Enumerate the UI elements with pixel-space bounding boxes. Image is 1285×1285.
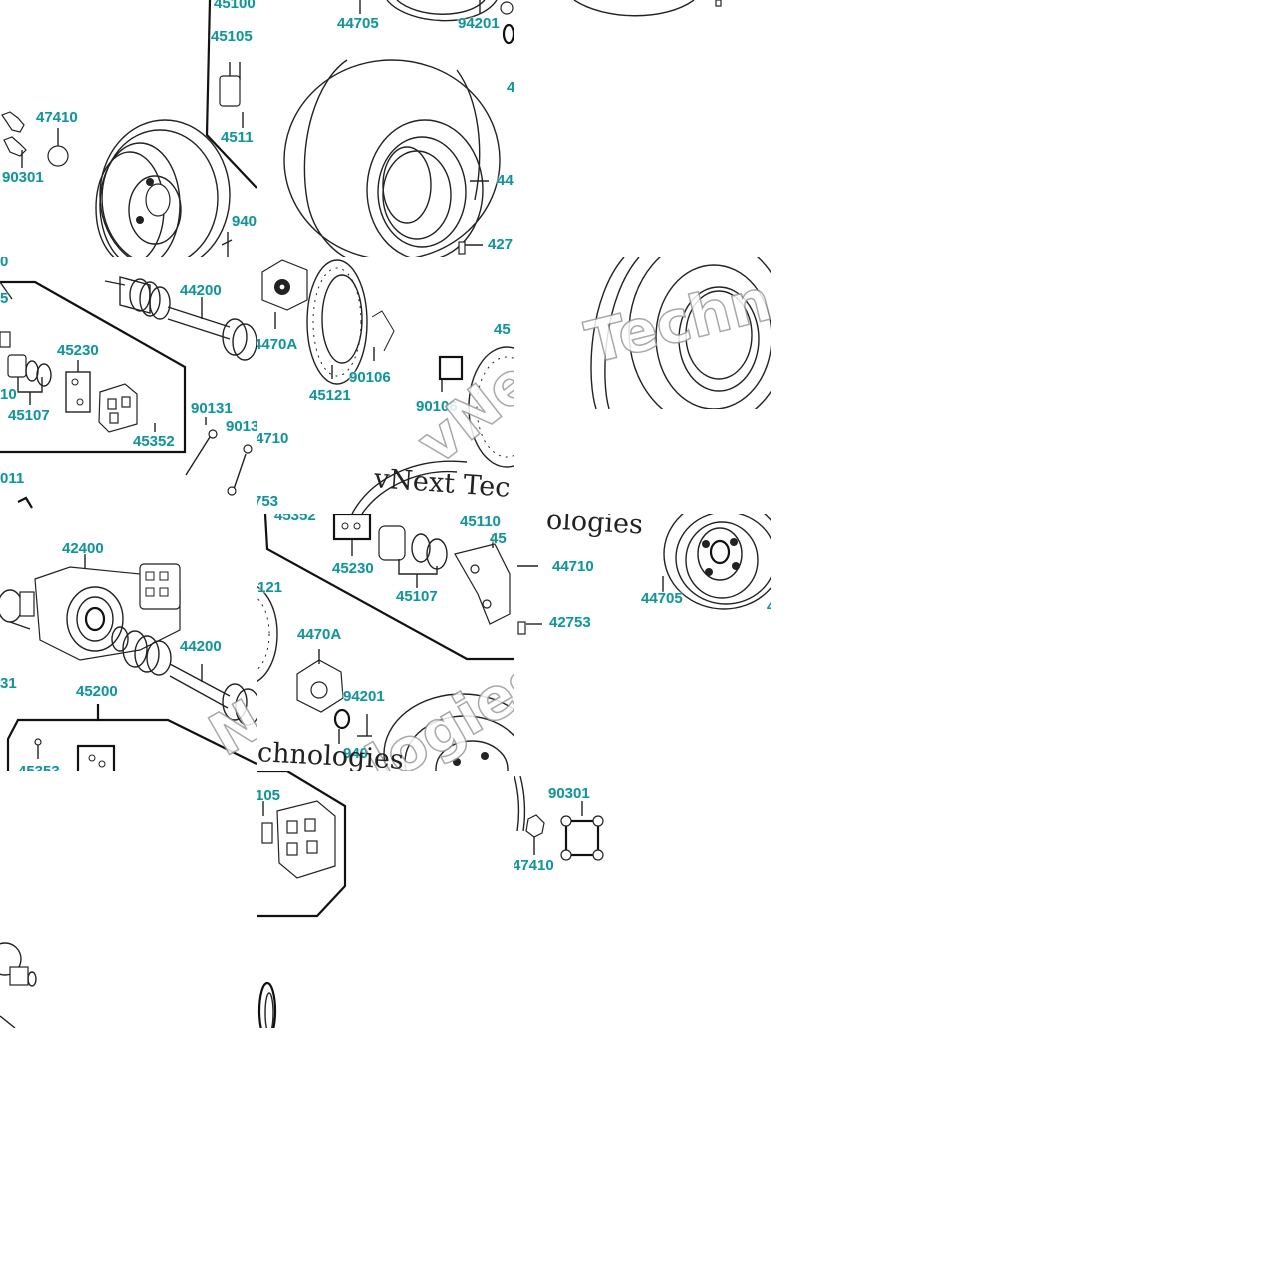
part-label: 94201 xyxy=(458,15,500,32)
part-label: 4 xyxy=(507,79,514,96)
part-label: 45105 xyxy=(211,28,253,45)
part-label: 4 xyxy=(767,599,771,615)
part-label: 45230 xyxy=(332,560,374,577)
tire-drawing xyxy=(283,0,514,257)
differential-drawing xyxy=(0,554,257,771)
part-label: 4470A xyxy=(257,336,298,353)
part-label: 45353 xyxy=(18,764,60,772)
tire-fragment-drawing xyxy=(590,257,771,409)
part-label: 5 xyxy=(0,290,9,307)
axle-stub-drawing xyxy=(0,942,37,1028)
tile-brake-disc: 4470A 90106 45121 90106 45 4710 753 vNe … xyxy=(257,257,514,514)
part-label: 45100 xyxy=(214,0,256,12)
tile-rear-tire: 44705 94201 4 44 427 xyxy=(257,0,514,257)
part-label: 45121 xyxy=(309,387,351,404)
part-label: 4511 xyxy=(221,129,254,146)
part-label: 45352 xyxy=(133,433,175,450)
part-label: 42753 xyxy=(549,614,591,631)
caliper-hub-drawing xyxy=(257,514,514,771)
part-label: 45 xyxy=(494,321,511,338)
part-label: 31 xyxy=(0,675,17,692)
watermark-script-text: chnologies xyxy=(257,737,405,771)
wheel-rim-drawing xyxy=(1,0,257,257)
tile-caliper-hub: 45352 45230 45110 45107 121 4470A 94201 … xyxy=(257,514,514,771)
part-label: 427 xyxy=(488,236,514,253)
part-label: 47410 xyxy=(514,857,554,874)
part-label: 9013 xyxy=(226,418,257,435)
tile-drive-shaft-left: 0 44200 45230 10 45107 45352 90131 9013 … xyxy=(0,257,257,514)
part-label: 44200 xyxy=(180,638,222,655)
tile-front-wheel: 44710 44705 42753 4 ologies xyxy=(514,514,771,771)
part-label: 10 xyxy=(0,386,17,403)
part-label: 47410 xyxy=(36,109,78,126)
part-label: 44705 xyxy=(641,590,683,607)
part-label: 45352 xyxy=(274,514,316,524)
part-label: 753 xyxy=(257,493,279,510)
tile-axle-stub xyxy=(0,771,257,1028)
brake-disc-drawing xyxy=(261,259,514,514)
tile-lug-nuts: 90301 47410 xyxy=(514,771,771,1028)
tile-caliper-box: 105 xyxy=(257,771,514,1028)
tile-rear-wheel-left: 45100 45105 4511 47410 90301 940 xyxy=(0,0,257,257)
tile-differential: 42400 44200 31 45200 45353 Nex xyxy=(0,514,257,771)
part-label: 44 xyxy=(497,172,514,189)
part-label: 90131 xyxy=(191,400,233,417)
part-label: 44705 xyxy=(337,15,379,32)
part-label: 44200 xyxy=(180,282,222,299)
part-label: 105 xyxy=(257,787,281,804)
tire-fragment-drawing xyxy=(573,0,722,17)
part-label: 45110 xyxy=(460,514,501,530)
part-label: 42400 xyxy=(62,540,104,557)
part-label: 94201 xyxy=(343,688,385,705)
part-label: 45107 xyxy=(8,407,50,424)
part-label: 45200 xyxy=(76,683,118,700)
part-label: 011 xyxy=(0,470,25,487)
part-label: 940 xyxy=(343,745,369,762)
part-label: 121 xyxy=(257,579,283,596)
part-label: 45 xyxy=(490,530,507,547)
part-label: 90106 xyxy=(349,369,391,386)
caliper-box-drawing xyxy=(257,771,347,1028)
lug-nuts-drawing xyxy=(514,775,604,861)
wheel-rim-drawing xyxy=(517,514,771,635)
part-label: 0 xyxy=(0,257,9,270)
part-label: 45107 xyxy=(396,588,438,605)
part-label: 4710 xyxy=(257,430,289,447)
drive-shaft-drawing xyxy=(0,276,257,509)
part-label: 44710 xyxy=(552,558,594,575)
part-label: 90301 xyxy=(2,169,44,186)
part-label: 940 xyxy=(232,213,257,230)
tile-top-right-fragment xyxy=(514,0,771,257)
tile-tire-watermark: Techn xyxy=(514,257,771,409)
part-label: 90301 xyxy=(548,785,590,802)
part-label: 45230 xyxy=(57,342,99,359)
part-label: 4470A xyxy=(297,626,342,643)
part-label: 90106 xyxy=(416,398,458,415)
